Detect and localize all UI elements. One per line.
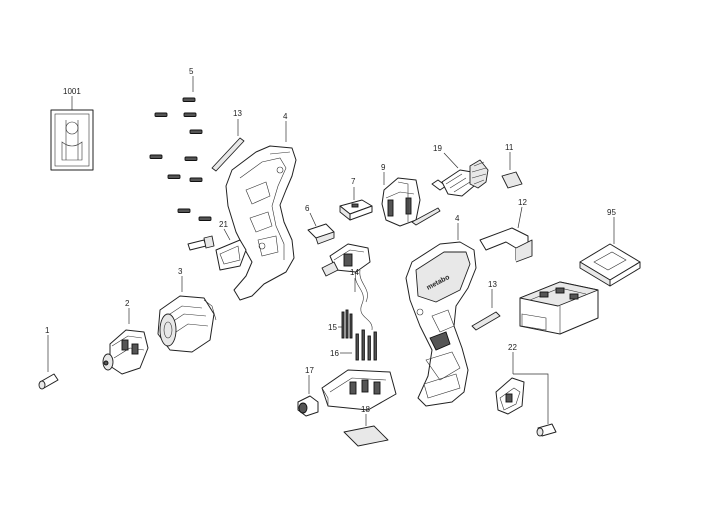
battery-pack[interactable] xyxy=(519,281,599,335)
label-19: 19 xyxy=(433,144,442,153)
label-4b: 4 xyxy=(455,214,460,223)
label-2: 2 xyxy=(125,299,130,308)
part-1-chuck-screw[interactable] xyxy=(38,335,59,390)
label-12: 12 xyxy=(518,198,527,207)
label-6: 6 xyxy=(305,204,310,213)
label-16: 16 xyxy=(330,349,339,358)
label-13a: 13 xyxy=(233,109,242,118)
label-5: 5 xyxy=(189,67,194,76)
part-12-bracket[interactable] xyxy=(479,206,533,263)
label-9: 9 xyxy=(381,163,386,172)
part-13-label-strip-bottom[interactable] xyxy=(471,289,501,331)
part-19-armature[interactable] xyxy=(431,152,489,197)
part-11-small-plate[interactable] xyxy=(501,152,523,189)
part-9-motor-stator[interactable] xyxy=(381,172,441,227)
terminal-block[interactable] xyxy=(321,369,397,411)
label-4a: 4 xyxy=(283,112,288,121)
part-6-direction-switch[interactable] xyxy=(307,212,335,245)
label-7: 7 xyxy=(351,177,356,186)
part-21-belt-hook[interactable] xyxy=(187,228,247,271)
label-22: 22 xyxy=(508,343,517,352)
label-3: 3 xyxy=(178,267,183,276)
part-7-switch-slider[interactable] xyxy=(339,187,373,221)
part-5-screws[interactable] xyxy=(149,76,212,221)
part-14-switch-assembly[interactable] xyxy=(321,243,373,331)
part-16-terminal-pins[interactable] xyxy=(340,329,377,361)
label-13b: 13 xyxy=(488,280,497,289)
part-15-contacts[interactable] xyxy=(338,309,353,339)
part-1001-manual[interactable] xyxy=(50,96,94,171)
label-18: 18 xyxy=(361,405,370,414)
part-95-plate[interactable] xyxy=(579,217,641,287)
part-13-label-strip-top[interactable] xyxy=(211,119,245,172)
label-1001: 1001 xyxy=(63,87,81,96)
label-17: 17 xyxy=(305,366,314,375)
part-4-housing-right[interactable]: metabo xyxy=(405,223,477,407)
label-95: 95 xyxy=(607,208,616,217)
part-3-gearbox[interactable] xyxy=(157,276,217,353)
part-18-rating-label[interactable] xyxy=(343,414,389,447)
label-15: 15 xyxy=(328,323,337,332)
part-22-bit-holder[interactable] xyxy=(495,352,557,437)
label-11: 11 xyxy=(505,143,514,152)
label-1: 1 xyxy=(45,326,50,335)
label-21: 21 xyxy=(219,220,228,229)
label-14: 14 xyxy=(350,268,359,277)
part-17-led[interactable] xyxy=(297,375,319,417)
part-2-keyless-chuck[interactable] xyxy=(102,308,149,375)
